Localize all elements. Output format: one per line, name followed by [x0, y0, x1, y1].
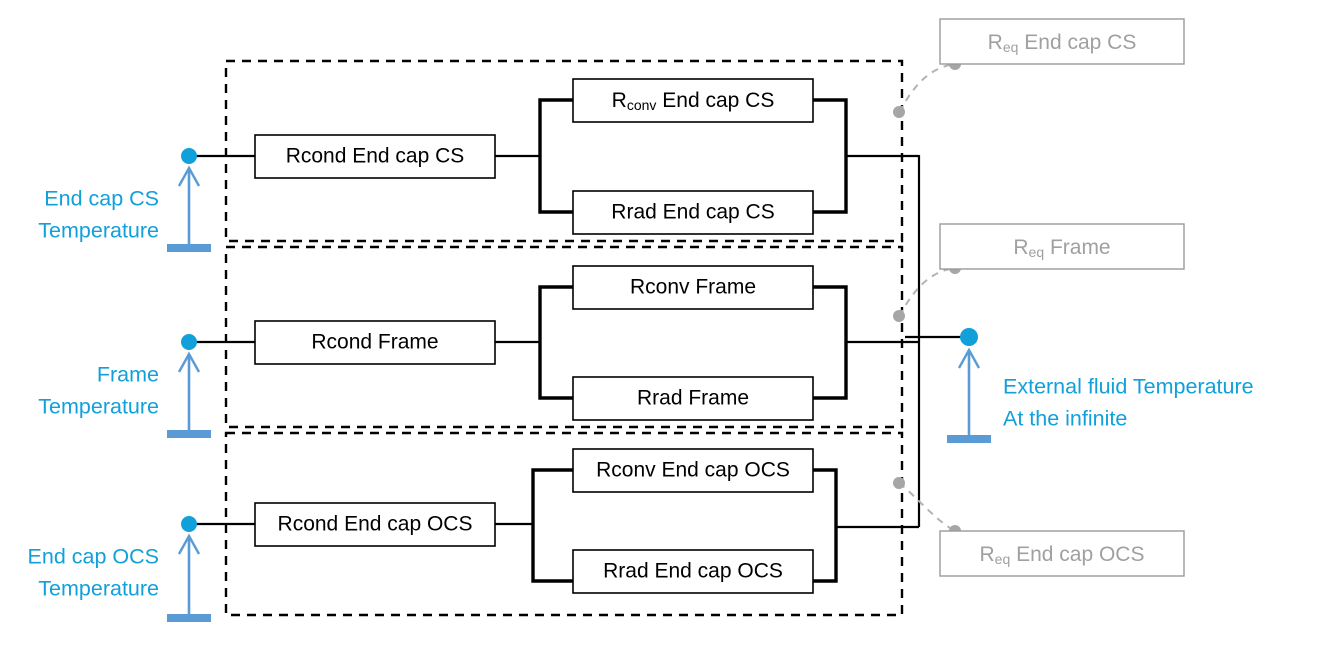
resistor-label-rcond-end-cap-ocs: Rcond End cap OCS — [278, 513, 473, 536]
resistor-box-rcond-end-cap-ocs — [254, 502, 496, 547]
rconv-cs-subscript: conv — [627, 97, 657, 113]
req-ocs-rest: End cap OCS — [1010, 543, 1144, 566]
req-cs-subscript: eq — [1003, 39, 1019, 55]
resistor-label-rcond-end-cap-cs: Rcond End cap CS — [286, 145, 465, 168]
resistor-box-rrad-end-cap-ocs — [572, 549, 814, 594]
ground-arrowhead-external-fluid — [957, 347, 981, 369]
node-dot-end-cap-cs[interactable] — [181, 148, 197, 164]
node-dot-external-fluid[interactable] — [960, 328, 978, 346]
resistor-box-rconv-frame — [572, 265, 814, 310]
eq-box-req-frame — [939, 223, 1185, 270]
bracket-left-ocs — [531, 468, 575, 583]
req-ocs-subscript: eq — [995, 551, 1011, 567]
resistor-box-rconv-end-cap-cs — [572, 78, 814, 123]
resistor-label-rrad-end-cap-cs: Rrad End cap CS — [611, 201, 774, 224]
temp-label-external-fluid-line1: External fluid Temperature — [1003, 375, 1254, 399]
resistor-label-rconv-end-cap-cs: Rconv End cap CS — [612, 89, 775, 113]
node-dot-end-cap-ocs[interactable] — [181, 516, 197, 532]
resistor-box-rrad-frame — [572, 376, 814, 421]
eq-label-req-end-cap-ocs: Req End cap OCS — [980, 543, 1145, 567]
temp-label-frame-line1: Frame — [97, 363, 159, 387]
temp-label-end-cap-cs-line2: Temperature — [38, 219, 159, 243]
resistor-box-rrad-end-cap-cs — [572, 190, 814, 235]
bracket-left-frame — [538, 285, 575, 400]
req-frame-rest: Frame — [1044, 236, 1111, 259]
resistor-label-rconv-end-cap-ocs: Rconv End cap OCS — [596, 459, 790, 482]
req-ocs-base: R — [980, 543, 995, 566]
ground-arrowhead-end-cap-ocs — [177, 533, 201, 555]
callout-connector-req-end-cap-ocs — [898, 482, 956, 532]
temp-label-frame-line2: Temperature — [38, 395, 159, 419]
bracket-right-frame — [811, 285, 848, 400]
ground-arrowhead-frame — [177, 351, 201, 373]
bracket-left-cs — [538, 98, 575, 214]
req-frame-base: R — [1013, 236, 1028, 259]
temp-label-end-cap-ocs-line1: End cap OCS — [28, 545, 159, 569]
req-cs-rest: End cap CS — [1018, 31, 1136, 54]
resistor-box-rconv-end-cap-ocs — [572, 448, 814, 493]
eq-label-req-frame: Req Frame — [1013, 236, 1110, 260]
eq-label-req-end-cap-cs: Req End cap CS — [988, 31, 1137, 55]
resistor-box-rcond-frame — [254, 320, 496, 365]
rconv-cs-base: R — [612, 89, 627, 112]
callout-connector-req-frame — [898, 267, 956, 317]
req-frame-subscript: eq — [1029, 244, 1045, 260]
node-dot-frame[interactable] — [181, 334, 197, 350]
bracket-right-cs — [811, 98, 848, 214]
rconv-cs-rest: End cap CS — [656, 89, 774, 112]
ground-arrowhead-end-cap-cs — [177, 165, 201, 187]
resistor-label-rconv-frame: Rconv Frame — [630, 276, 756, 299]
bracket-right-ocs — [811, 468, 838, 583]
temp-label-end-cap-cs-line1: End cap CS — [44, 187, 159, 211]
temp-label-end-cap-ocs-line2: Temperature — [38, 577, 159, 601]
region-box-end-cap-cs — [224, 59, 904, 243]
callout-connector-req-end-cap-cs — [898, 63, 956, 113]
callout-dot-bus-frame — [893, 310, 905, 322]
req-cs-base: R — [988, 31, 1003, 54]
eq-box-req-end-cap-cs — [939, 18, 1185, 65]
temp-label-external-fluid-line2: At the infinite — [1003, 407, 1127, 431]
resistor-label-rcond-frame: Rcond Frame — [311, 331, 438, 354]
eq-box-req-end-cap-ocs — [939, 530, 1185, 577]
resistor-box-rcond-end-cap-cs — [254, 134, 496, 179]
callout-dot-bus-ocs — [893, 477, 905, 489]
region-box-frame — [224, 245, 904, 429]
resistor-label-rrad-end-cap-ocs: Rrad End cap OCS — [603, 560, 783, 583]
callout-dot-bus-cs — [893, 106, 905, 118]
resistor-label-rrad-frame: Rrad Frame — [637, 387, 749, 410]
